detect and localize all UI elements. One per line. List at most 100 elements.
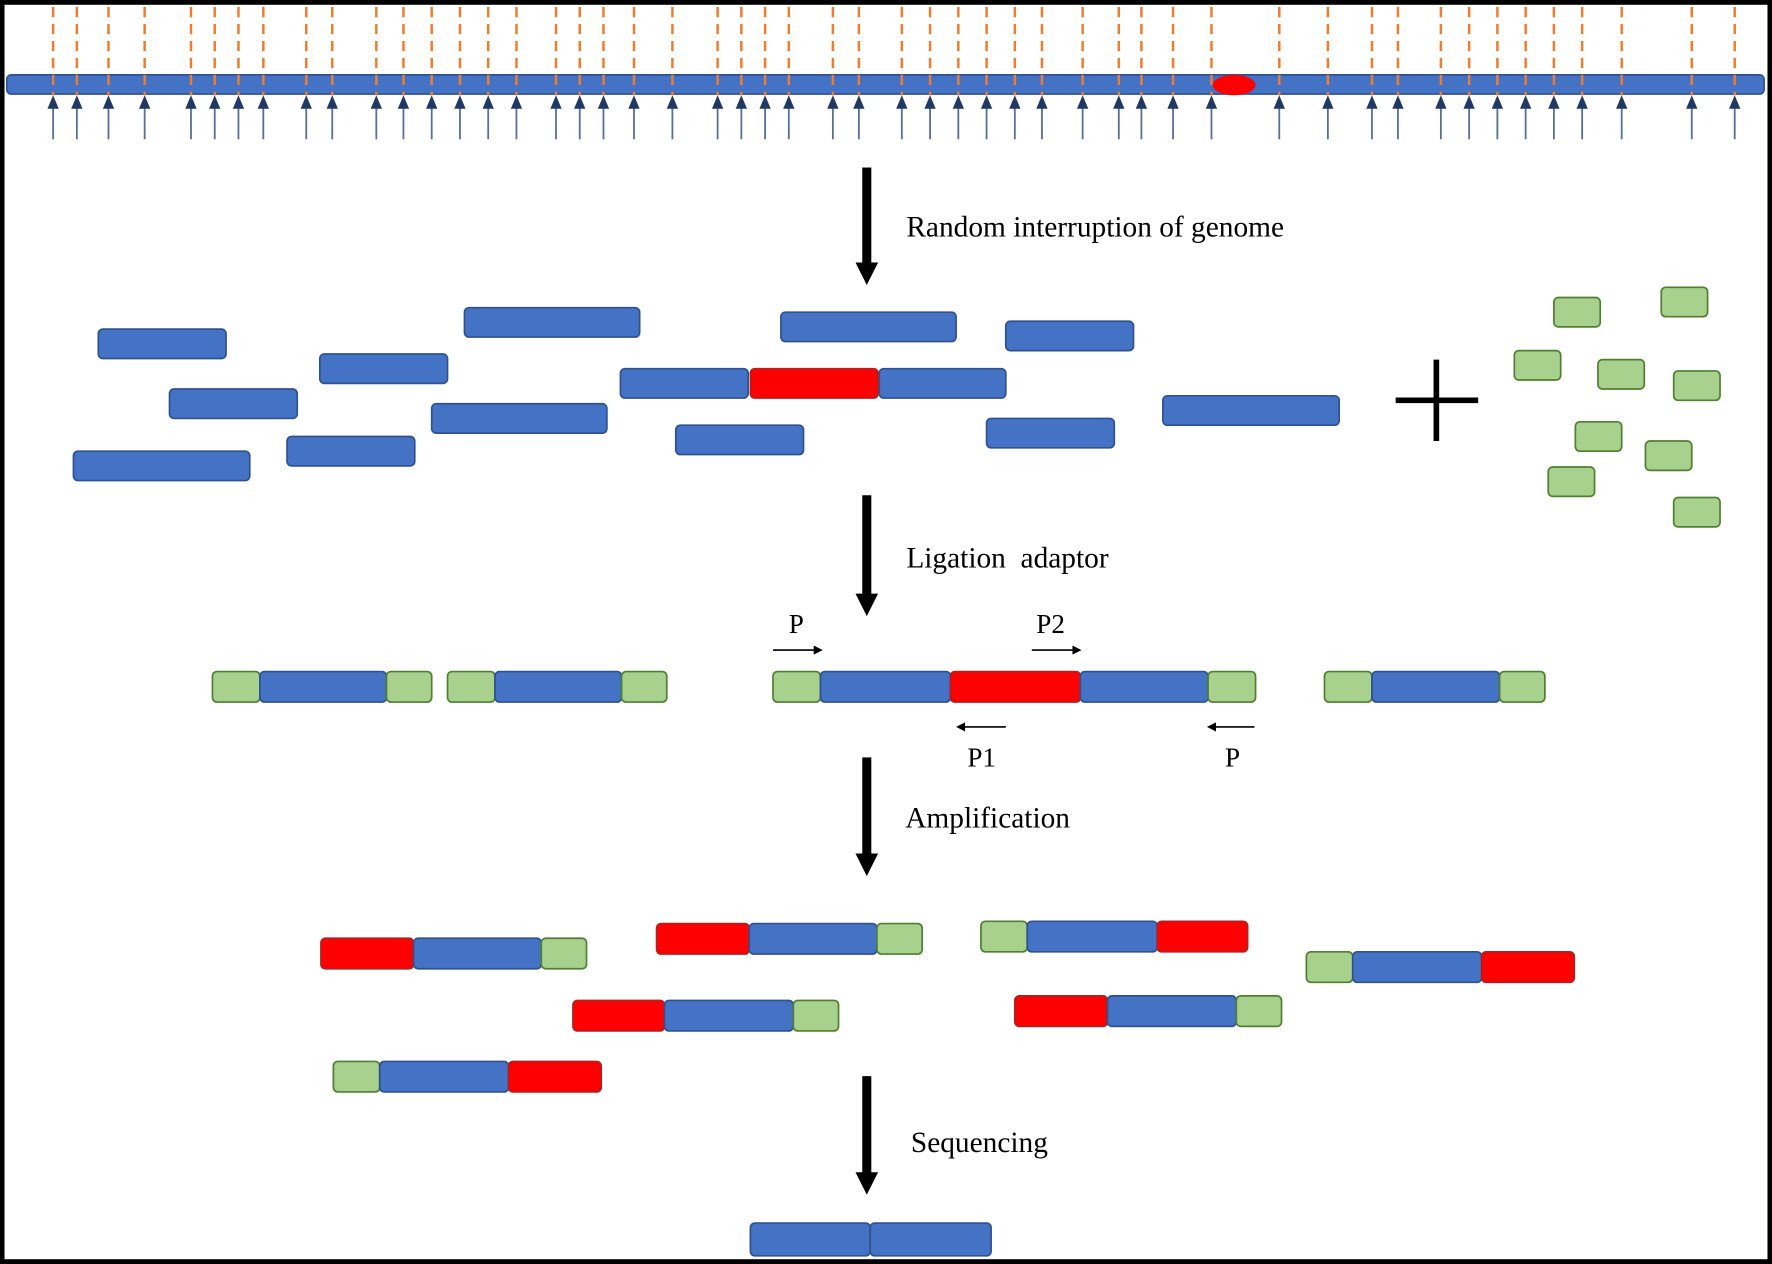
- genome-fragment: [97, 328, 227, 360]
- cut-arrow-head-icon: [735, 95, 747, 109]
- cut-arrow-head-icon: [510, 95, 523, 109]
- genome-fragment: [748, 922, 878, 955]
- down-arrow-icon: [855, 853, 879, 877]
- cut-arrow-head-icon: [980, 95, 993, 109]
- adaptor-fragment: [385, 670, 433, 703]
- cut-arrow-head-icon: [257, 95, 269, 109]
- adaptor-fragment: [1660, 286, 1709, 318]
- primer-label-p-reverse: P: [1225, 742, 1240, 772]
- cut-arrow-head-icon: [1205, 95, 1218, 109]
- target-fragment: [320, 937, 415, 970]
- adaptor-fragment: [1513, 349, 1562, 381]
- genome-fragment: [878, 367, 1007, 399]
- cut-arrow-head-icon: [370, 95, 382, 109]
- canvas-background: [4, 4, 1768, 1260]
- cut-arrow-head-icon: [482, 95, 494, 109]
- adaptor-fragment: [1547, 466, 1596, 498]
- primer-arrow-p2-head-icon: [1072, 645, 1082, 655]
- cut-arrow-head-icon: [896, 95, 908, 109]
- cut-arrow-head-icon: [139, 95, 151, 109]
- genome-fragment: [819, 670, 952, 703]
- genome-fragment: [1351, 950, 1483, 984]
- adaptor-fragment: [332, 1060, 381, 1093]
- cut-arrow-head-icon: [853, 95, 865, 109]
- cut-arrow-head-icon: [666, 95, 679, 109]
- cut-arrow-head-icon: [209, 95, 221, 109]
- cut-arrow-head-icon: [1463, 95, 1475, 109]
- genome-fragment: [869, 1222, 992, 1257]
- genome-fragment: [663, 999, 795, 1032]
- cut-arrow-head-icon: [711, 95, 724, 109]
- cut-arrow-head-icon: [1036, 95, 1048, 109]
- fragments: [72, 286, 1721, 1257]
- cut-arrow-head-icon: [1322, 95, 1334, 109]
- target-fragment: [949, 670, 1082, 703]
- adaptor-fragment: [1305, 950, 1354, 984]
- target-fragment: [1013, 995, 1109, 1028]
- genome-fragment: [412, 937, 543, 970]
- primer-label-p2: P2: [1036, 609, 1065, 639]
- down-arrow-shaft: [862, 1076, 872, 1175]
- cut-arrow-head-icon: [397, 95, 410, 109]
- target-fragment: [1480, 950, 1576, 984]
- genome-fragment: [1026, 920, 1159, 953]
- cut-arrow-head-icon: [1167, 95, 1179, 109]
- genome-fragment: [1106, 995, 1238, 1028]
- step-label-ligation: Ligation adaptor: [906, 543, 1109, 575]
- cut-arrow-head-icon: [1686, 95, 1698, 109]
- down-arrow-icon: [855, 262, 879, 286]
- genome-fragment: [286, 435, 416, 467]
- cut-arrow-head-icon: [574, 95, 586, 109]
- adaptor-fragment: [540, 937, 588, 970]
- adaptor-fragment: [1644, 440, 1693, 472]
- primer-label-p-forward: P: [789, 609, 804, 639]
- genome-fragment: [780, 311, 957, 343]
- cut-arrow-head-icon: [1519, 95, 1532, 109]
- cut-arrow-head-icon: [597, 95, 610, 109]
- cut-arrow-head-icon: [102, 95, 115, 109]
- genome-fragment: [749, 1222, 872, 1257]
- cut-arrow-head-icon: [1616, 95, 1628, 109]
- adaptor-fragment: [792, 999, 840, 1032]
- target-fragment: [572, 999, 666, 1032]
- genome-fragment: [168, 388, 299, 420]
- cut-arrow-head-icon: [300, 95, 312, 109]
- cut-arrow-head-icon: [628, 95, 640, 109]
- cut-arrow-head-icon: [1366, 95, 1378, 109]
- genome-fragment: [619, 367, 749, 399]
- target-site-marker: [1212, 74, 1256, 96]
- adaptor-fragment: [446, 670, 496, 703]
- genome-fragment: [72, 450, 251, 482]
- genome-fragment: [259, 670, 388, 703]
- process-arrows: [772, 167, 1255, 1195]
- genome-fragment: [1162, 394, 1341, 427]
- cut-arrow-head-icon: [783, 95, 795, 109]
- cut-arrow-head-icon: [1548, 95, 1560, 109]
- genome-fragment: [378, 1060, 510, 1093]
- down-arrow-shaft: [862, 495, 872, 596]
- cut-arrow-head-icon: [1009, 95, 1021, 109]
- cut-arrow-head-icon: [1392, 95, 1404, 109]
- adaptor-fragment: [1553, 296, 1602, 328]
- cut-arrow-head-icon: [71, 95, 83, 109]
- adaptor-fragment: [620, 670, 668, 703]
- genome-fragment: [985, 417, 1116, 449]
- genome-strand: [5, 7, 1765, 140]
- step-label-amplification: Amplification: [905, 803, 1070, 835]
- adaptor-fragment: [211, 670, 261, 703]
- adaptor-fragment: [772, 670, 822, 703]
- target-fragment: [749, 367, 879, 399]
- primer-arrow-p1-head-icon: [956, 722, 966, 732]
- cut-arrow-head-icon: [1435, 95, 1447, 109]
- primer-arrow-p-forward-head-icon: [813, 645, 823, 655]
- cut-arrow-head-icon: [1273, 95, 1285, 109]
- genome-bar: [5, 74, 1765, 95]
- cut-arrow-head-icon: [454, 95, 466, 109]
- cut-arrow-head-icon: [1135, 95, 1148, 109]
- genome-fragment: [463, 306, 641, 338]
- cut-arrow-head-icon: [924, 95, 936, 109]
- genome-fragment: [430, 402, 608, 434]
- adaptor-fragment: [1574, 420, 1623, 453]
